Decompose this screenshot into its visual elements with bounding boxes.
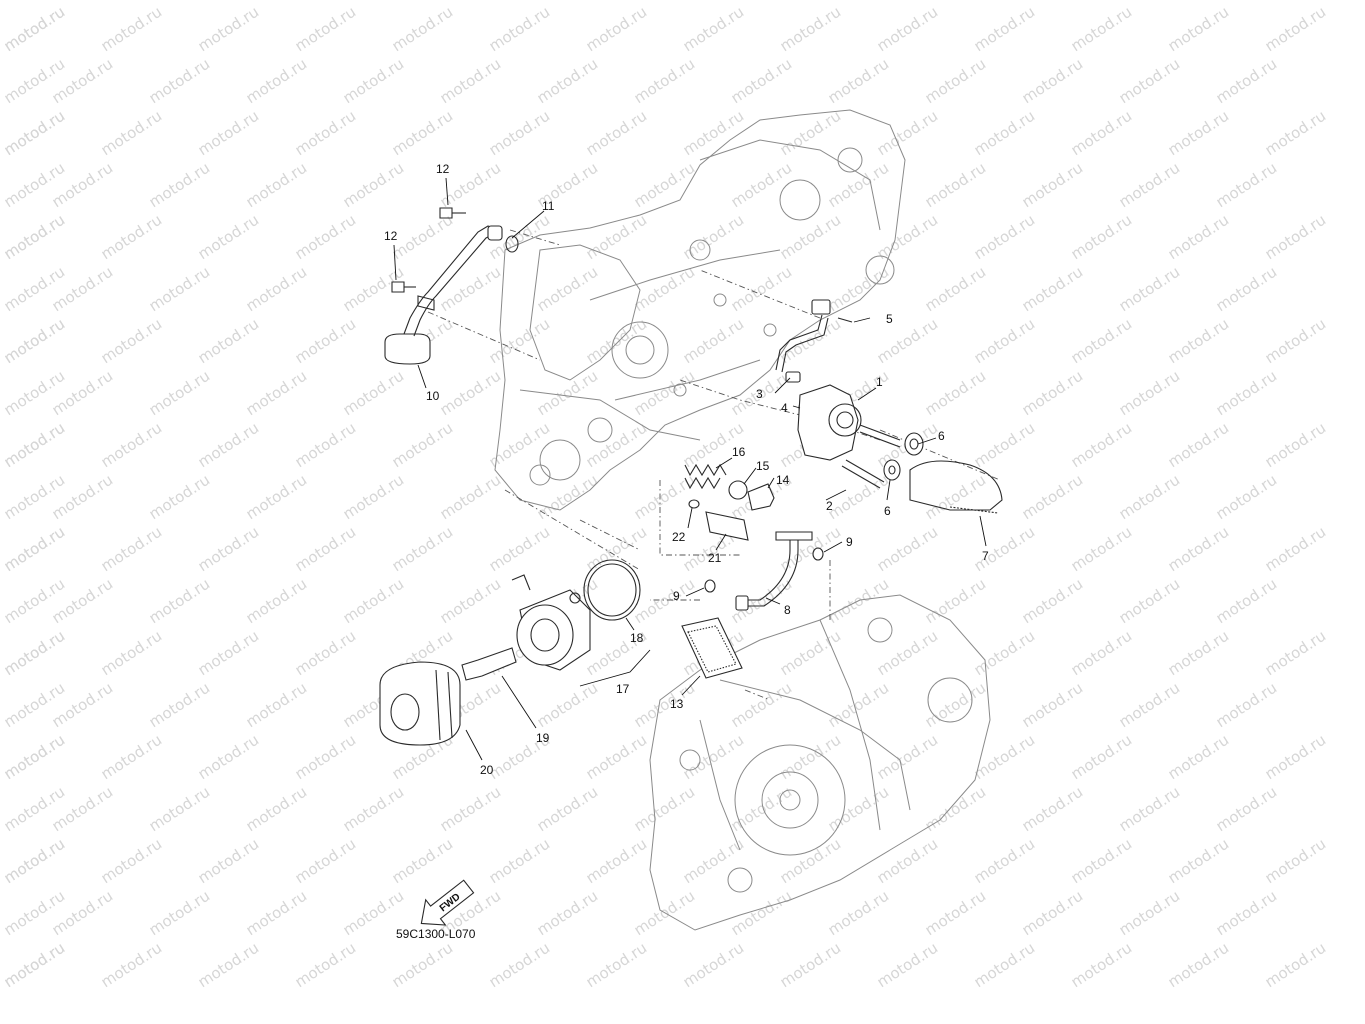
crankcase-right: [649, 594, 991, 931]
callout-12a: 12: [436, 162, 450, 176]
relief-valve: [684, 463, 775, 541]
callout-5: 5: [886, 312, 893, 326]
callout-1: 1: [876, 375, 883, 389]
oil-strainer-screen: [681, 617, 743, 679]
callout-6b: 6: [884, 504, 891, 518]
callout-11: 11: [542, 199, 555, 213]
callout-4: 4: [781, 401, 788, 415]
callout-15: 15: [756, 459, 770, 473]
oil-pump: [775, 299, 1003, 514]
callout-21: 21: [708, 551, 722, 565]
crankcase-left: [494, 109, 906, 511]
callout-7: 7: [982, 549, 989, 563]
callout-3: 3: [756, 387, 763, 401]
oil-cooler-assembly: [379, 559, 641, 746]
callout-numbers: 1 2 3 4 5 6 6 7 8 9 9 10 11 12 12 13 14 …: [384, 162, 989, 777]
callout-17: 17: [616, 682, 630, 696]
callout-14: 14: [776, 473, 790, 487]
callout-9a: 9: [846, 535, 853, 549]
callout-9b: 9: [673, 589, 680, 603]
callout-8: 8: [784, 603, 791, 617]
callout-22: 22: [672, 530, 686, 544]
leader-lines: [393, 177, 987, 761]
oil-delivery-pipe: [704, 531, 824, 611]
diagram-code: 59C1300-L070: [396, 927, 476, 941]
callout-10: 10: [426, 389, 440, 403]
callout-19: 19: [536, 731, 550, 745]
callout-20: 20: [480, 763, 494, 777]
callout-18: 18: [630, 631, 644, 645]
callout-12b: 12: [384, 229, 398, 243]
callout-6a: 6: [938, 429, 945, 443]
callout-16: 16: [732, 445, 746, 459]
oil-strainer-pipe: [384, 207, 519, 365]
callout-2: 2: [826, 499, 833, 513]
callout-13: 13: [670, 697, 684, 711]
